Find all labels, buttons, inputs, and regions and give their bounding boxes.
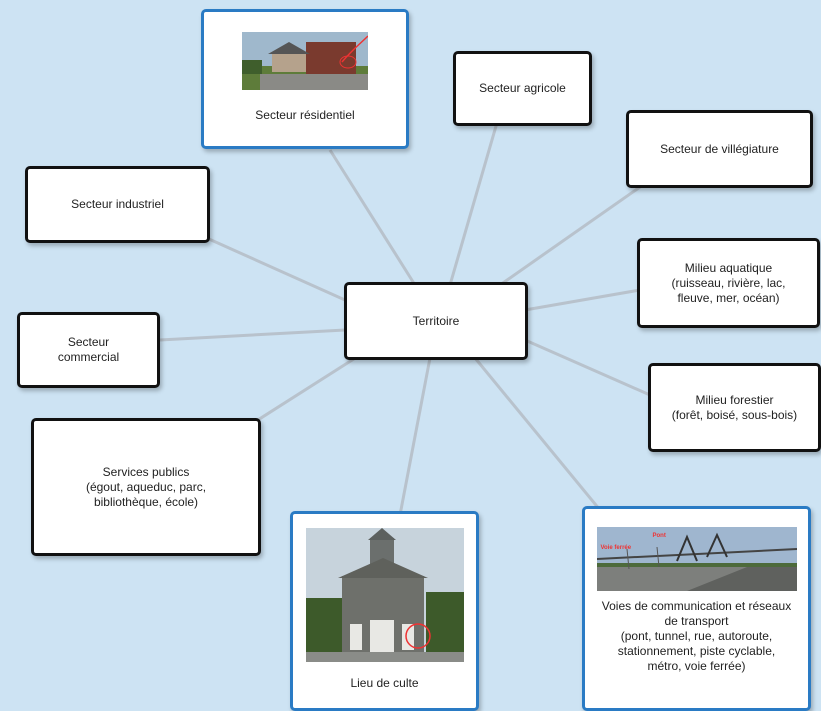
link-services <box>249 353 361 427</box>
node-secteur-commercial[interactable]: Secteur commercial <box>17 312 160 388</box>
node-label: Services publics (égout, aqueduc, parc, … <box>85 464 207 509</box>
node-label: Secteur agricole <box>479 81 566 95</box>
node-label: Secteur industriel <box>71 197 164 211</box>
transport-photo: Voie ferrée Pont <box>596 527 797 591</box>
node-territoire[interactable]: Territoire <box>344 282 528 360</box>
link-culte <box>398 357 432 516</box>
node-secteur-villegiature[interactable]: Secteur de villégiature <box>626 110 813 188</box>
node-voies-de-communication[interactable]: Voie ferrée Pont Voies de communication … <box>582 506 811 711</box>
residential-photo <box>242 32 368 90</box>
node-secteur-residentiel[interactable]: Secteur résidentiel <box>201 9 409 149</box>
link-residentiel <box>328 149 417 286</box>
link-agricole <box>448 94 507 286</box>
node-milieu-forestier[interactable]: Milieu forestier (forêt, boisé, sous-boi… <box>648 363 821 452</box>
node-label: Secteur commercial <box>57 335 120 364</box>
node-services-publics[interactable]: Services publics (égout, aqueduc, parc, … <box>31 418 261 556</box>
node-label: Secteur de villégiature <box>660 141 779 156</box>
church-photo <box>305 528 464 662</box>
link-forestier <box>524 338 651 397</box>
node-label: Milieu aquatique (ruisseau, rivière, lac… <box>671 260 786 305</box>
node-lieu-de-culte[interactable]: Lieu de culte <box>290 511 479 711</box>
link-villegiature <box>499 178 651 287</box>
link-industriel <box>199 233 346 302</box>
photo-tag-pont: Pont <box>652 533 666 539</box>
link-voies <box>473 357 602 511</box>
photo-tag-voie-ferree: Voie ferrée <box>600 545 632 551</box>
node-label: Territoire <box>412 313 460 328</box>
node-label: Milieu forestier (forêt, boisé, sous-boi… <box>671 392 798 422</box>
node-secteur-industriel[interactable]: Secteur industriel <box>25 166 210 243</box>
link-aquatique <box>524 288 641 312</box>
node-label: Lieu de culte <box>350 676 419 690</box>
node-milieu-aquatique[interactable]: Milieu aquatique (ruisseau, rivière, lac… <box>637 238 820 328</box>
node-label: Voies de communication et réseaux de tra… <box>601 599 792 673</box>
node-label: Secteur résidentiel <box>255 108 355 122</box>
node-secteur-agricole[interactable]: Secteur agricole <box>453 51 592 126</box>
link-commercial <box>159 328 346 342</box>
